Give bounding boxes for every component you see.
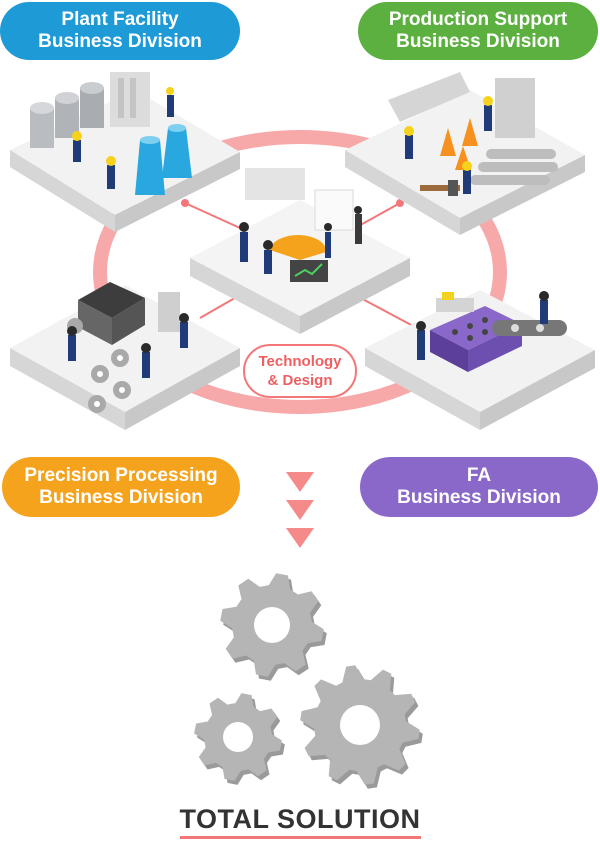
gear-icon — [194, 693, 285, 785]
conveyor-illustration — [416, 291, 567, 372]
production-division-line1: Production Support — [388, 9, 568, 30]
gear-icon — [300, 665, 423, 789]
construction-cone-illustration — [388, 72, 558, 196]
total-solution-label: TOTAL SOLUTION — [179, 804, 421, 839]
plant-platform — [10, 90, 240, 232]
plant-machinery-illustration — [30, 72, 192, 195]
plant-division-line1: Plant Facility — [61, 9, 179, 30]
down-arrows — [286, 472, 314, 548]
plant-division-line2: Business Division — [38, 31, 202, 52]
down-arrow-icon — [286, 500, 314, 520]
down-arrow-icon — [286, 528, 314, 548]
fa-division-line1: FA — [466, 465, 492, 486]
fa-division-line2: Business Division — [397, 487, 561, 508]
design-office-illustration — [239, 168, 362, 282]
machining-illustration — [67, 282, 189, 413]
down-arrow-icon — [286, 472, 314, 492]
precision-division-line2: Business Division — [39, 487, 203, 508]
technology-design-label: Technology & Design — [243, 344, 357, 398]
production-division-line2: Business Division — [396, 31, 560, 52]
precision-division-line1: Precision Processing — [24, 465, 218, 486]
division-ring-diagram — [10, 72, 595, 430]
ring — [93, 130, 507, 414]
center-line2: & Design — [267, 372, 333, 389]
gear-icon — [220, 573, 327, 681]
center-line1: Technology — [258, 353, 342, 370]
gears-illustration — [194, 573, 423, 789]
total-solution-title: TOTAL SOLUTION — [0, 804, 600, 839]
connector-lines — [184, 202, 416, 328]
